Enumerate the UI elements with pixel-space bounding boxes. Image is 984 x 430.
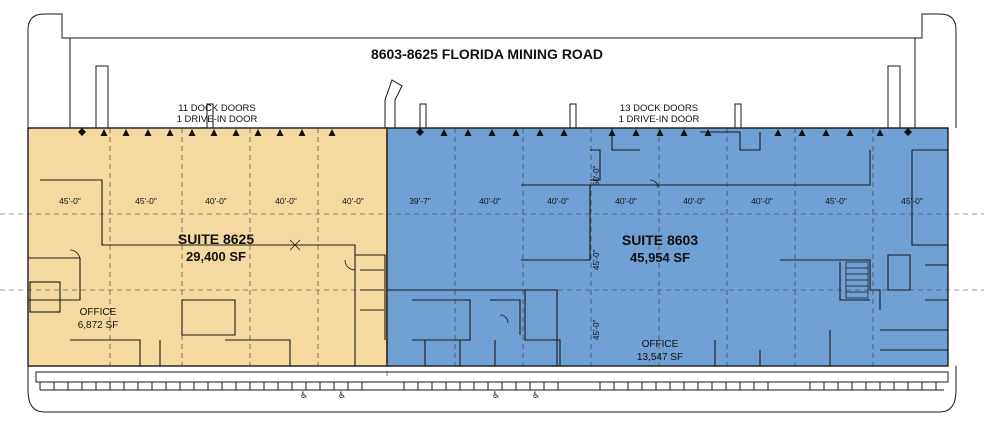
suite-8603-bay-dim-5: 40'-0": [683, 196, 705, 206]
vertical-dim-1: 50'-0": [592, 165, 601, 186]
dock-door-icon: [822, 129, 830, 136]
vertical-dim-2: 45'-0": [592, 249, 601, 270]
suite-8625-office-area: 6,872 SF: [78, 320, 119, 331]
stair: [845, 261, 869, 299]
svg-text:♿: ♿: [338, 391, 346, 401]
dock-door-icon: [298, 129, 306, 136]
suite-8625-name: SUITE 8625: [178, 231, 254, 247]
dock-door-icon: [188, 129, 196, 136]
suite-8603-bay-dim-4: 40'-0": [615, 196, 637, 206]
dock-door-icon: [560, 129, 568, 136]
suite-8603-bay-dim-6: 40'-0": [751, 196, 773, 206]
dock-door-icon: [254, 129, 262, 136]
dock-door-icon: [656, 129, 664, 136]
dock-door-icon: [488, 129, 496, 136]
suite-8603-dock-doors: 13 DOCK DOORS: [620, 103, 698, 114]
suite-8603-bay-dim-7: 45'-0": [825, 196, 847, 206]
suite-8603-name: SUITE 8603: [622, 232, 698, 248]
dock-door-icon: [704, 129, 712, 136]
site-title: 8603-8625 FLORIDA MINING ROAD: [371, 46, 603, 62]
parking-area: [27, 366, 957, 413]
site-outline: [27, 13, 957, 129]
dock-door-icon: [144, 129, 152, 136]
svg-text:♿: ♿: [492, 391, 500, 401]
suite-8625-area: [27, 127, 388, 367]
dock-door-icon: [512, 129, 520, 136]
dock-door-icon: [78, 128, 912, 136]
suite-8603-bay-dim-1: 39'-7": [409, 196, 431, 206]
dock-door-icon: [904, 128, 912, 136]
interior-walls: [28, 128, 948, 366]
dock-door-icon: [536, 129, 544, 136]
dock-door-icon: [632, 129, 640, 136]
dock-door-icon: [232, 129, 240, 136]
dock-door-icon: [78, 128, 86, 136]
dock-door-icon: [416, 128, 424, 136]
dock-door-icon: [876, 129, 884, 136]
suite-8625-area-label: 29,400 SF: [186, 249, 246, 264]
suite-8625-bay-dim-1: 45'-0": [59, 196, 81, 206]
accessible-parking-icon: ♿ ♿ ♿ ♿: [300, 391, 540, 401]
dock-door-icon: [798, 129, 806, 136]
dock-door-icon: [328, 129, 336, 136]
dock-door-icon: [464, 129, 472, 136]
dock-door-icon: [122, 129, 130, 136]
door-swing-icon: [69, 179, 659, 324]
dock-door-icon: [210, 129, 218, 136]
suite-8603-drive-in: 1 DRIVE-IN DOOR: [619, 114, 700, 125]
suite-8603-bay-dimensions: 39'-7" 40'-0" 40'-0" 40'-0" 40'-0" 40'-0" 45'-…: [409, 196, 923, 206]
dock-door-icon: [276, 129, 284, 136]
dock-door-icon: [100, 129, 108, 136]
svg-text:♿: ♿: [300, 391, 308, 401]
suite-8625-bay-dim-3: 40'-0": [205, 196, 227, 206]
dock-door-icon: [774, 129, 782, 136]
suite-8625-bay-dim-5: 40'-0": [342, 196, 364, 206]
column-grid: [0, 128, 984, 380]
suite-8603-area: [386, 127, 949, 367]
suite-8625-drive-in: 1 DRIVE-IN DOOR: [177, 114, 258, 125]
suite-8603-area-label: 45,954 SF: [630, 250, 690, 265]
suite-8603-office-label: OFFICE: [642, 339, 679, 350]
suite-8603-bay-dim-3: 40'-0": [547, 196, 569, 206]
suite-8625-bay-dimensions: 45'-0" 45'-0" 40'-0" 40'-0" 40'-0": [59, 196, 364, 206]
dock-door-icon: [440, 129, 448, 136]
dock-door-icon: [166, 129, 174, 136]
suite-8625-bay-dim-2: 45'-0": [135, 196, 157, 206]
vertical-dim-3: 45'-0": [592, 319, 601, 340]
svg-text:♿: ♿: [532, 391, 540, 401]
suite-8625-bay-dim-4: 40'-0": [275, 196, 297, 206]
suite-8603-office-area: 13,547 SF: [637, 352, 683, 363]
suite-8625-dock-doors: 11 DOCK DOORS: [178, 103, 255, 114]
suite-8603-bay-dim-8: 45'-0": [901, 196, 923, 206]
dock-door-icon: [680, 129, 688, 136]
dock-door-icon: [846, 129, 854, 136]
dock-door-icon: [608, 129, 616, 136]
suite-8603-bay-dim-2: 40'-0": [479, 196, 501, 206]
suite-8625-office-label: OFFICE: [80, 307, 117, 318]
